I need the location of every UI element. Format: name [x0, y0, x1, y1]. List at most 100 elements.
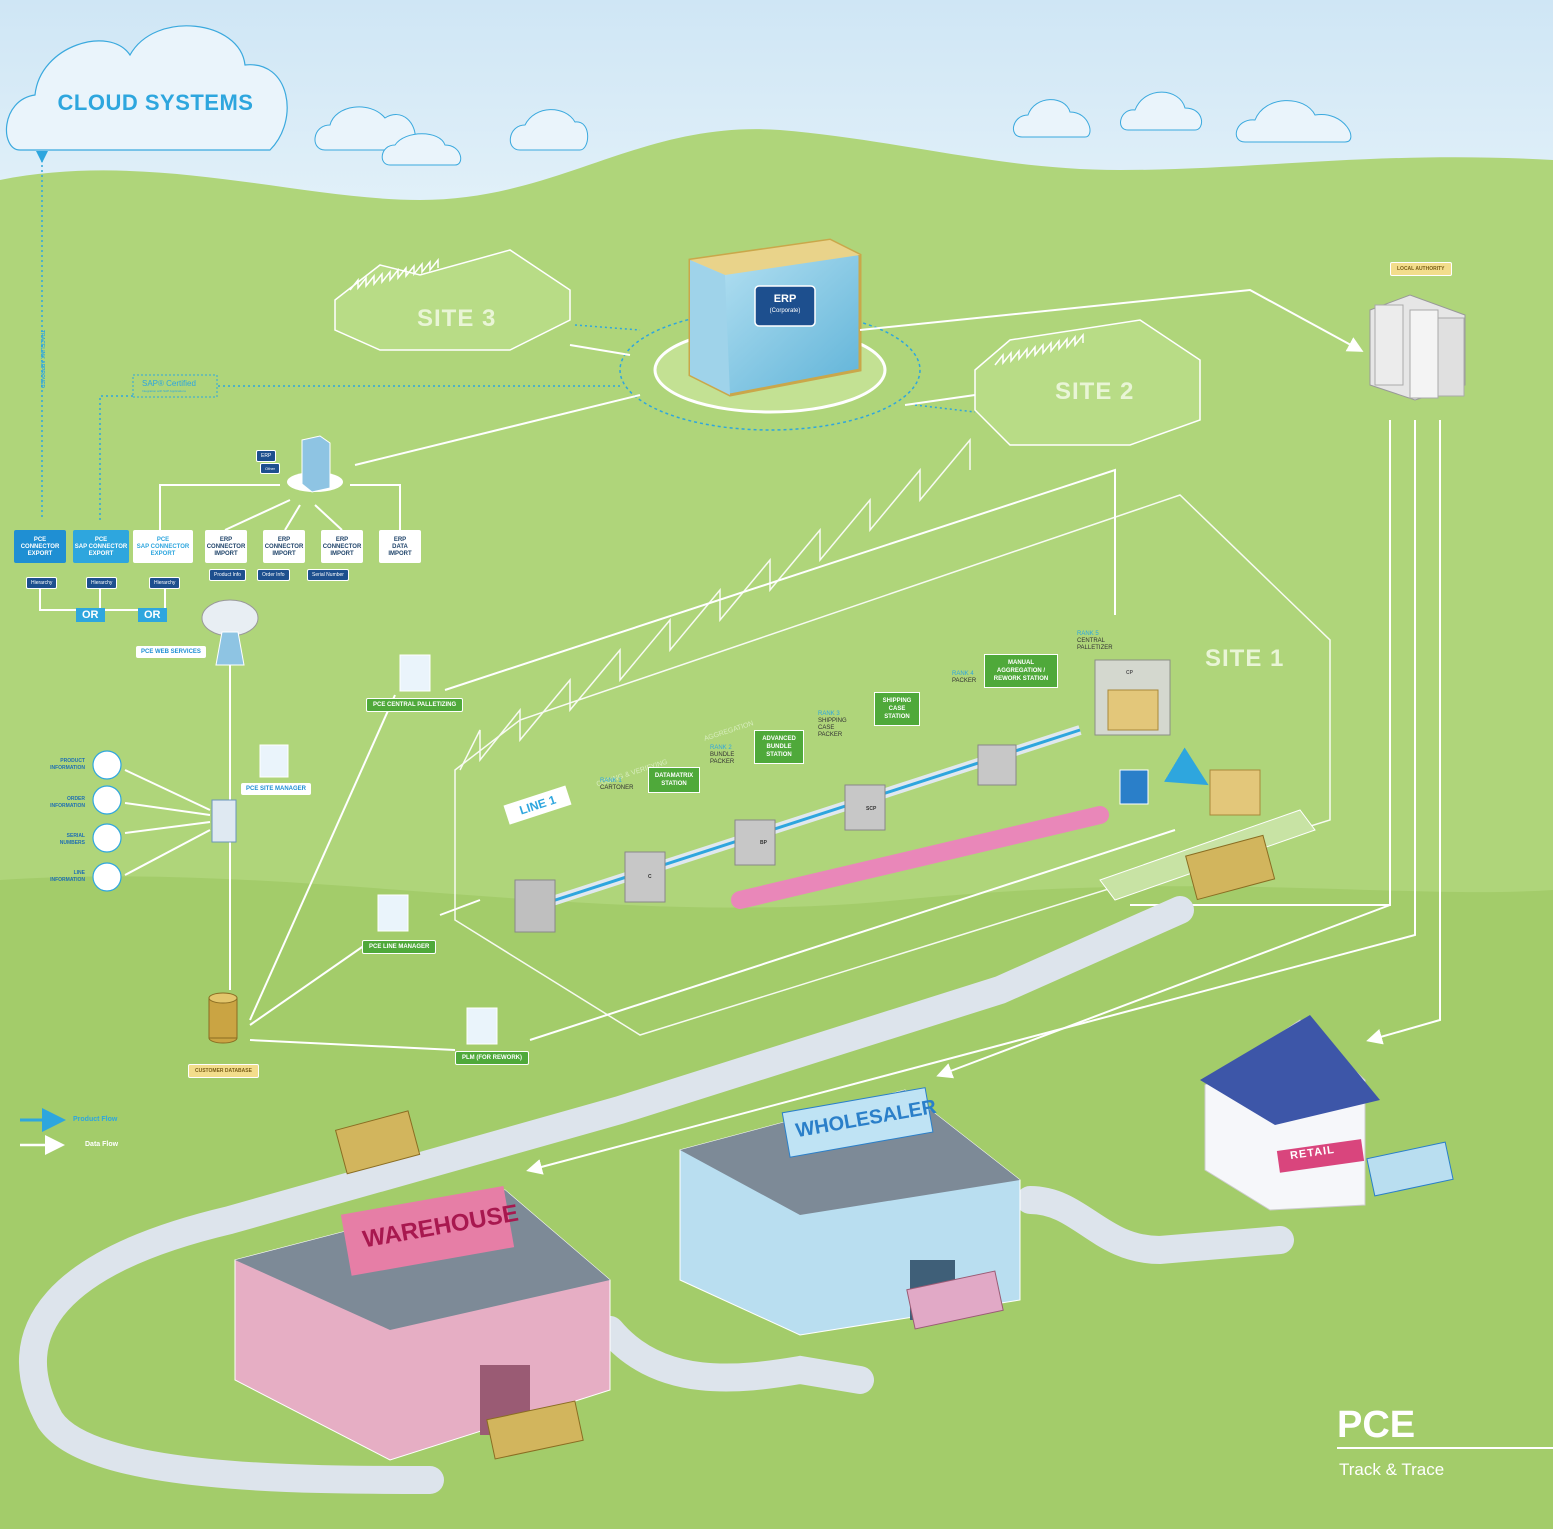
connector-line: IMPORT [330, 551, 354, 557]
machine-bp: BP [760, 840, 767, 846]
info-tag-order: Order Info [257, 569, 290, 581]
pce-web-services-label: PCE WEB SERVICES [136, 646, 206, 658]
line1-conveyor [514, 725, 1209, 933]
hierarchy-tag: Hierarchy [86, 577, 118, 589]
site1-label: SITE 1 [1205, 645, 1285, 672]
customer-database-label: CUSTOMER DATABASE [188, 1064, 259, 1078]
erp-other-sub: Other [260, 463, 281, 474]
rack-server [211, 799, 237, 843]
info-line: NUMBERS [59, 840, 85, 846]
erp-other-server [287, 435, 343, 493]
connector-line: IMPORT [214, 551, 238, 557]
roads [19, 896, 1294, 1494]
legend-arrows [20, 1108, 66, 1155]
customer-database-stack [208, 992, 238, 1044]
machine-scp: SCP [866, 806, 877, 812]
legend-data-flow: Data Flow [85, 1141, 119, 1148]
connector-line: EXPORT [27, 551, 53, 557]
cloud-small [314, 91, 1352, 166]
connector-line: DATA [392, 544, 408, 550]
connector-line: PCE [156, 537, 170, 543]
connector-line: IMPORT [272, 551, 296, 557]
or-label-2: OR [138, 608, 167, 622]
rank-num: RANK 2 [710, 745, 732, 751]
site1-outline [454, 437, 1331, 1036]
rank-name: CENTRAL PALLETIZER [1077, 638, 1113, 651]
erp-corporate-subtitle: (Corporate) [769, 308, 801, 314]
connector-line: CONNECTOR [206, 544, 246, 550]
local-authority-servers [1369, 294, 1466, 401]
connector-line: ERP [335, 537, 349, 543]
central-palletizer [1094, 659, 1261, 816]
shipping-case-station: SHIPPING CASE STATION [874, 692, 920, 726]
info-icons [92, 750, 122, 892]
sap-certified-label: SAP® Certified [142, 379, 196, 388]
info-tag-serial: Serial Number [307, 569, 349, 581]
rank-name: CARTONER [600, 785, 634, 791]
rank-name: PACKER [952, 678, 977, 684]
site2-outline [974, 319, 1201, 446]
info-line: PRODUCT [60, 758, 85, 764]
connector-line: ERP [277, 537, 291, 543]
info-line: INFORMATION [50, 803, 85, 809]
data-flow-lines [39, 288, 1441, 1175]
connector-line: SAP CONNECTOR [74, 544, 128, 550]
datamatrix-station: DATAMATRIX STATION [648, 767, 700, 793]
erp-corporate-title: ERP [773, 293, 797, 305]
connector-line: CONNECTOR [264, 544, 304, 550]
pce-central-palletizing-label: PCE CENTRAL PALLETIZING [366, 698, 464, 712]
manual-aggregation-station: MANUAL AGGREGATION / REWORK STATION [984, 654, 1058, 688]
hierarchy-tag: Hierarchy [26, 577, 58, 589]
site2-label: SITE 2 [1055, 378, 1135, 405]
connector-line: PCE [94, 537, 108, 543]
pce-line-manager-label: PCE LINE MANAGER [362, 940, 437, 954]
cloud-systems-label: CLOUD SYSTEMS [57, 90, 254, 115]
pce-site-manager-label: PCE SITE MANAGER [241, 783, 312, 795]
warehouse-building [234, 1186, 611, 1461]
site3-outline [334, 249, 571, 351]
rank-name: BUNDLE PACKER [710, 752, 735, 765]
connector-line: CONNECTOR [20, 544, 60, 550]
local-authority-badge: LOCAL AUTHORITY [1390, 262, 1452, 276]
connector-line: IMPORT [388, 551, 412, 557]
rank-num: RANK 4 [952, 671, 974, 677]
software-boxes [259, 654, 498, 1045]
info-line: LINE [73, 870, 85, 876]
connector-line: SAP CONNECTOR [136, 544, 190, 550]
info-line: ORDER [66, 796, 85, 802]
machine-c: C [648, 874, 652, 880]
pce-logo: PCE [1337, 1404, 1416, 1446]
trucks [334, 834, 1454, 1460]
machine-cp: CP [1126, 670, 1133, 676]
info-line: SERIAL [66, 833, 85, 839]
plm-rework-label: PLM (FOR REWORK) [455, 1051, 529, 1065]
sap-certified-sub: Integration with SAP Applications [142, 389, 186, 393]
cloud-main [5, 25, 288, 151]
sap-line [99, 385, 622, 520]
connector-line: EXPORT [88, 551, 114, 557]
hierarchy-tag: Hierarchy [149, 577, 181, 589]
satellite-dish [201, 599, 259, 666]
tracelink-label: TRACELINK APPROVED [39, 330, 45, 389]
connector-line: CONNECTOR [322, 544, 362, 550]
info-tag-product: Product Info [209, 569, 246, 581]
connector-line: ERP [393, 537, 407, 543]
rank-name: SHIPPING CASE PACKER [818, 718, 847, 738]
